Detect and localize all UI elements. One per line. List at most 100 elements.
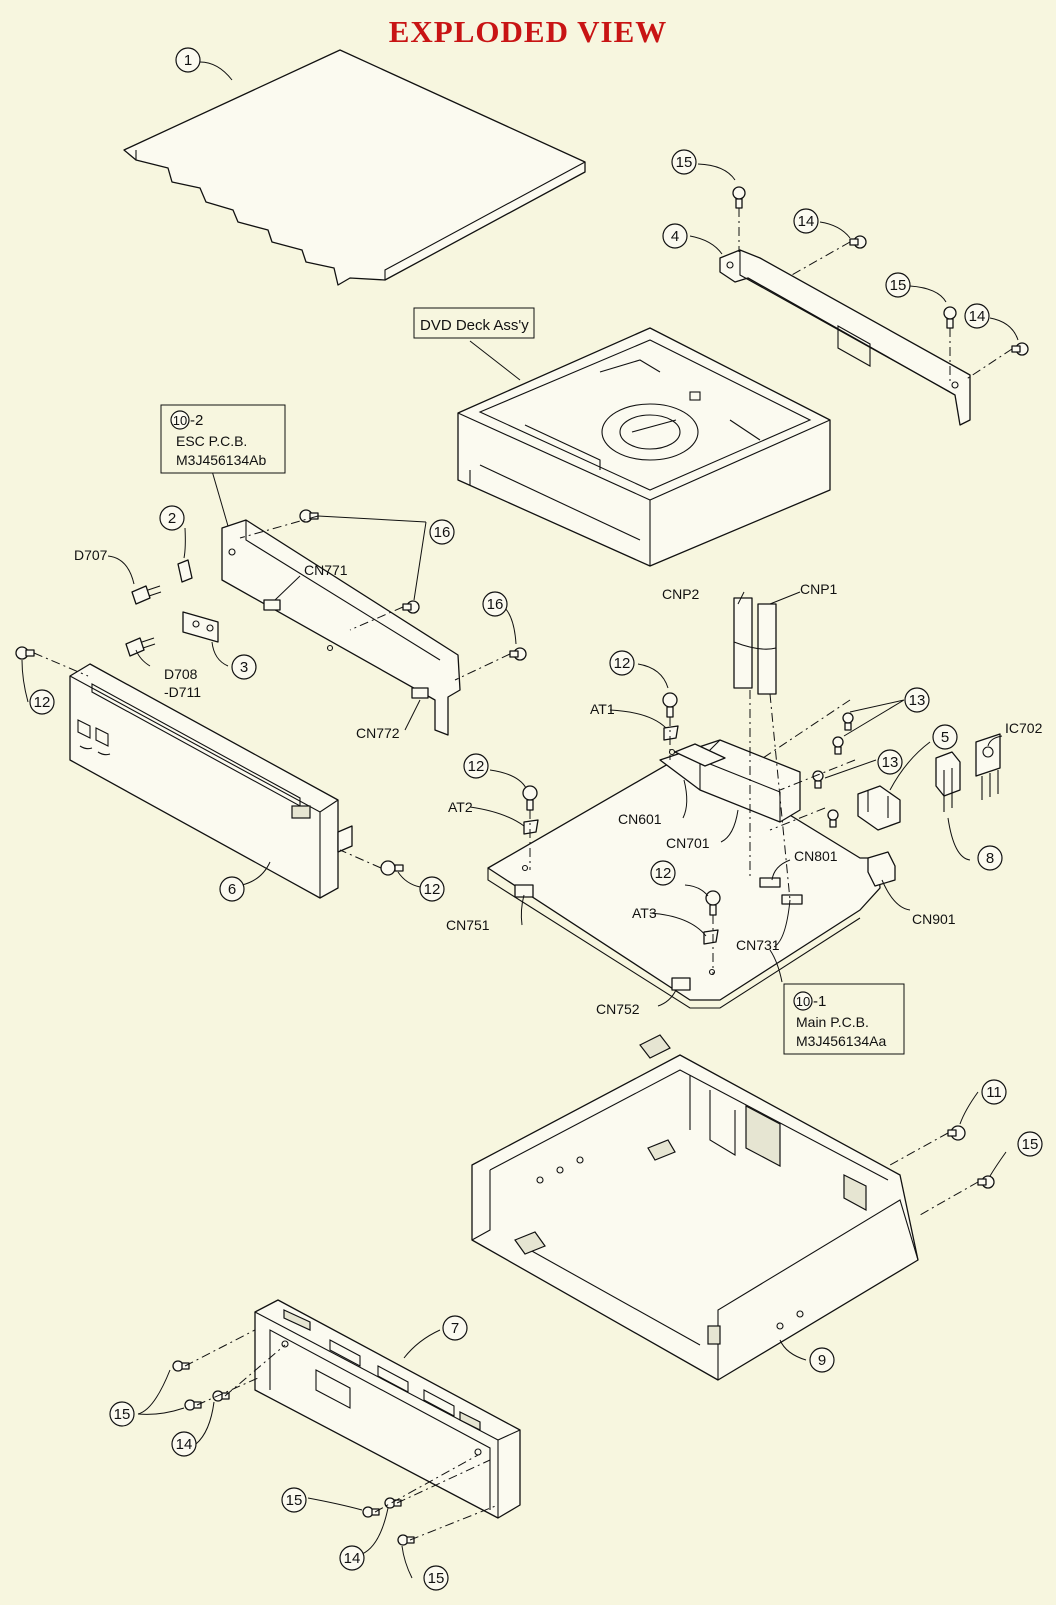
bubble-15: 15 [1017,1131,1043,1157]
bubble-12: 12 [650,860,676,886]
svg-text:14: 14 [176,1436,193,1453]
svg-text:2: 2 [168,510,176,527]
main-pcb-suffix: -1 [813,993,826,1010]
label-ic702: IC702 [1005,720,1043,736]
svg-text:9: 9 [818,1352,826,1369]
bubble-14: 14 [339,1545,365,1571]
label-cn731: CN731 [736,937,780,953]
bubble-6: 6 [219,876,245,902]
bubble-1: 1 [175,47,201,73]
svg-text:14: 14 [344,1550,361,1567]
svg-text:15: 15 [114,1406,131,1423]
bubble-12: 12 [419,876,445,902]
svg-text:11: 11 [986,1084,1002,1101]
screw-icon [812,770,824,789]
screw-icon [943,306,957,329]
component-labels: D707 D708 -D711 CN771 CN772 CNP2 CNP1 AT… [74,547,1043,1017]
bubble-12: 12 [463,753,489,779]
screw-icon [172,1360,190,1372]
svg-text:7: 7 [451,1320,459,1337]
screw-icon [732,186,746,209]
label-cn901: CN901 [912,911,956,927]
esc-pcb-code: M3J456134Ab [176,452,267,468]
main-pcb-code: M3J456134Aa [796,1033,887,1049]
svg-text:10: 10 [796,994,810,1009]
screw-icon [849,235,867,249]
label-cn771: CN771 [304,562,348,578]
deck-label-box [413,307,535,339]
label-cn601: CN601 [618,811,662,827]
bubble-10-esc [170,410,190,430]
cnp-cables [733,597,777,695]
screw-icon [947,1125,966,1141]
front-panel-part [69,663,353,899]
label-cn751: CN751 [446,917,490,933]
bubble-15: 15 [109,1401,135,1427]
bubble-15: 15 [423,1565,449,1591]
dvd-deck-part [457,327,831,567]
bubble-12: 12 [29,689,55,715]
svg-text:14: 14 [798,213,815,230]
label-d708: D708 [164,666,198,682]
label-d711: -D711 [164,684,201,700]
esc-pcb-name: ESC P.C.B. [176,433,247,449]
svg-text:15: 15 [1022,1136,1039,1153]
screw-icon [15,646,35,660]
screw-icon [212,1390,230,1402]
screw-icon [662,692,678,718]
bubble-7: 7 [442,1315,468,1341]
screw-icon [299,509,319,523]
bubble-14: 14 [793,208,819,234]
svg-text:10: 10 [173,413,187,428]
svg-text:16: 16 [487,596,504,613]
screw-icon [1011,342,1029,356]
label-cn752: CN752 [596,1001,640,1017]
svg-text:6: 6 [228,881,236,898]
svg-text:15: 15 [890,277,907,294]
callout-bubbles: 1 15 4 14 15 14 2 16 16 3 12 6 12 12 12 … [29,47,1043,1591]
esc-pcb-part [221,519,461,736]
svg-text:12: 12 [614,655,631,672]
heatsink-parts [857,733,1001,831]
screw-icon [522,785,538,811]
esc-pcb-suffix: -2 [190,412,203,429]
screw-icon [397,1534,415,1546]
assembly-lines [33,208,1013,1541]
label-cn701: CN701 [666,835,710,851]
screw-icon [977,1175,995,1189]
screw-icon [832,736,844,755]
screw-icon [362,1506,380,1518]
bubble-4: 4 [662,223,688,249]
leader-lines [21,61,1019,1579]
screw-icon [842,712,854,731]
screw-icon [402,600,420,614]
label-at2: AT2 [448,799,473,815]
label-cnp1: CNP1 [800,581,838,597]
svg-text:12: 12 [424,881,441,898]
svg-text:15: 15 [428,1570,445,1587]
svg-text:13: 13 [882,754,899,771]
bubble-2: 2 [159,505,185,531]
bubble-16: 16 [429,519,455,545]
bubble-15: 15 [671,149,697,175]
main-pcb-name: Main P.C.B. [796,1014,869,1030]
svg-text:12: 12 [468,758,485,775]
bubble-14: 14 [964,303,990,329]
bubble-14: 14 [171,1431,197,1457]
led-parts [125,559,219,657]
svg-text:14: 14 [969,308,986,325]
page-title: EXPLODED VIEW [388,14,668,49]
bubble-5: 5 [932,724,958,750]
bottom-chassis-part [471,1034,919,1381]
svg-text:16: 16 [434,524,451,541]
bubble-15: 15 [281,1487,307,1513]
screw-icon [827,809,839,828]
bubble-13: 13 [904,687,930,713]
rear-frame-part [254,1299,521,1519]
label-d707: D707 [74,547,108,563]
bubble-13: 13 [877,749,903,775]
svg-text:3: 3 [240,659,248,676]
svg-text:12: 12 [34,694,51,711]
